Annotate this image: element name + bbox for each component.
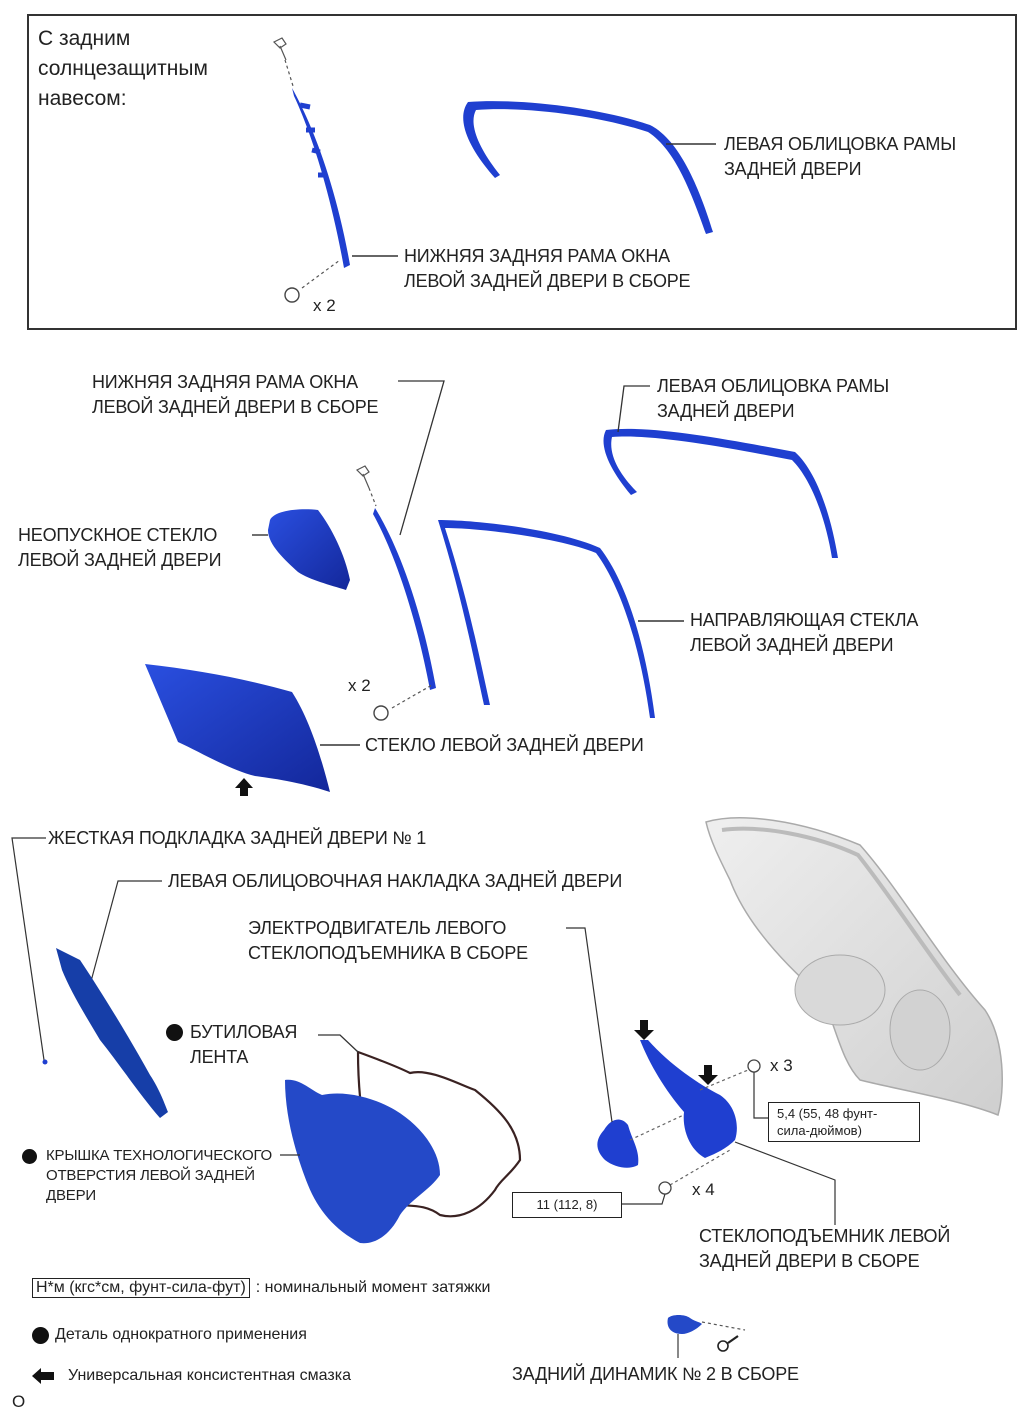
frame-garnish-main-shape: [603, 428, 838, 558]
label-variant-division-bar: НИЖНЯЯ ЗАДНЯЯ РАМА ОКНА ЛЕВОЙ ЗАДНЕЙ ДВЕ…: [404, 246, 691, 291]
variant-title: С задним солнцезащитным навесом:: [38, 27, 208, 110]
grease-arrow-icon: [634, 1020, 654, 1040]
label-glass-run: НАПРАВЛЯЮЩАЯ СТЕКЛА ЛЕВОЙ ЗАДНЕЙ ДВЕРИ: [690, 610, 919, 655]
clip-icon: [272, 37, 287, 61]
qty-regulator-bolts-top: x 3: [770, 1056, 793, 1075]
torque-unit-box: Н*м (кгс*см, фунт-сила-фут): [32, 1278, 250, 1298]
speaker-shape: [667, 1315, 702, 1334]
label-quarter-glass: НЕОПУСКНОЕ СТЕКЛО ЛЕВОЙ ЗАДНЕЙ ДВЕРИ: [18, 525, 222, 570]
grease-arrow-icon: [235, 778, 253, 796]
service-hole-cover-shape: [285, 1079, 440, 1244]
torque-spec-bottom-bolts: 11 (112, 8): [512, 1192, 622, 1218]
label-variant-frame-garnish: ЛЕВАЯ ОБЛИЦОВКА РАМЫ ЗАДНЕЙ ДВЕРИ: [724, 134, 956, 179]
label-door-glass: СТЕКЛО ЛЕВОЙ ЗАДНЕЙ ДВЕРИ: [365, 735, 644, 755]
division-bar-main-shape: [373, 508, 436, 690]
label-regulator: СТЕКЛОПОДЪЕМНИК ЛЕВОЙ ЗАДНЕЙ ДВЕРИ В СБО…: [699, 1226, 951, 1271]
qty-variant-screws: x 2: [313, 296, 336, 315]
variant-frame-box: [27, 14, 1017, 330]
legend-grease: Универсальная консистентная смазка: [32, 1367, 351, 1385]
door-garnish-shape: [56, 948, 168, 1118]
non-reusable-dot-icon: [32, 1326, 49, 1344]
legend-non-reusable: Деталь однократного применения: [32, 1326, 307, 1344]
label-stiffener-cushion: ЖЕСТКАЯ ПОДКЛАДКА ЗАДНЕЙ ДВЕРИ № 1: [48, 828, 427, 848]
non-reusable-dot-icon: [166, 1024, 183, 1041]
glass-run-shape: [438, 520, 655, 718]
grease-arrow-left-icon: [32, 1368, 54, 1384]
regulator-shape: [640, 1040, 737, 1158]
quarter-glass-shape: [268, 509, 350, 590]
grease-arrow-icon: [698, 1065, 718, 1085]
legend-torque: Н*м (кгс*см, фунт-сила-фут) : номинальны…: [32, 1278, 490, 1298]
label-butyl-tape: БУТИЛОВАЯ ЛЕНТА: [166, 1020, 297, 1070]
label-division-bar: НИЖНЯЯ ЗАДНЯЯ РАМА ОКНА ЛЕВОЙ ЗАДНЕЙ ДВЕ…: [92, 372, 379, 417]
torque-spec-top-bolts: 5,4 (55, 48 фунт- сила-дюймов): [768, 1102, 920, 1142]
qty-regulator-bolts-bottom: x 4: [692, 1180, 715, 1199]
non-reusable-dot-icon: [22, 1149, 37, 1164]
qty-division-bar-screws: x 2: [348, 676, 371, 695]
label-speaker: ЗАДНИЙ ДИНАМИК № 2 В СБОРЕ: [512, 1364, 799, 1384]
figure-code: O: [12, 1392, 26, 1411]
regulator-motor-shape: [597, 1119, 639, 1168]
torque-description: : номинальный момент затяжки: [255, 1279, 491, 1296]
label-regulator-motor: ЭЛЕКТРОДВИГАТЕЛЬ ЛЕВОГО СТЕКЛОПОДЪЕМНИКА…: [248, 918, 528, 963]
label-frame-garnish: ЛЕВАЯ ОБЛИЦОВКА РАМЫ ЗАДНЕЙ ДВЕРИ: [657, 376, 889, 421]
label-door-garnish: ЛЕВАЯ ОБЛИЦОВОЧНАЯ НАКЛАДКА ЗАДНЕЙ ДВЕРИ: [168, 871, 623, 891]
door-glass-shape: [145, 664, 330, 792]
division-bar-shape: [292, 88, 350, 268]
label-service-hole-cover: КРЫШКА ТЕХНОЛОГИЧЕСКОГО ОТВЕРСТИЯ ЛЕВОЙ …: [22, 1146, 272, 1206]
